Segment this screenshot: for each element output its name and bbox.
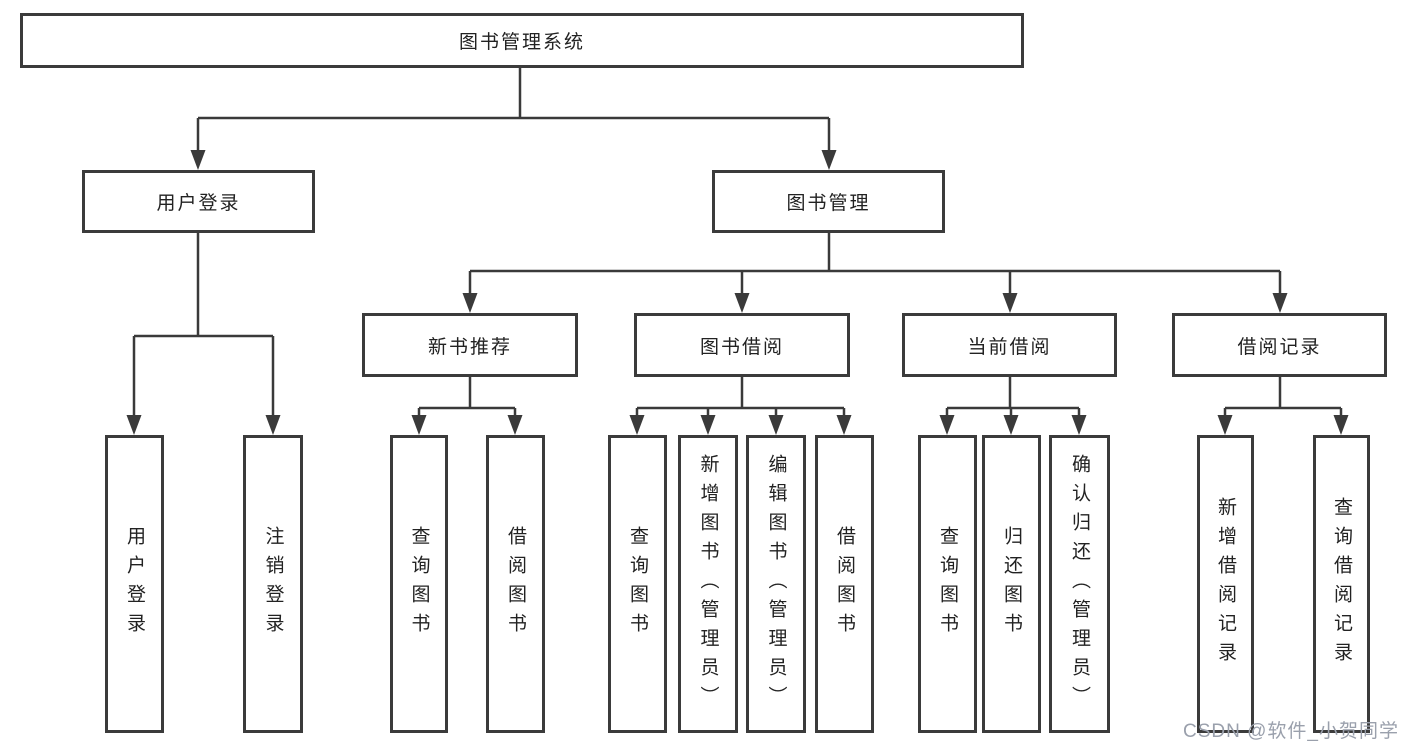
node-label-bb-add-book: 新增图书（管理员） (697, 453, 719, 715)
watermark-text: CSDN @软件_小贺同学 (1183, 721, 1399, 742)
node-br-query-record: 查询借阅记录 (1313, 435, 1370, 733)
node-login-leaf: 用户登录 (105, 435, 164, 733)
node-label-rec-query-book: 查询图书 (408, 526, 430, 642)
node-label-bb-borrow-book: 借阅图书 (834, 526, 855, 642)
node-label-bb-edit-book: 编辑图书（管理员） (765, 453, 787, 715)
node-label-current-borrow: 当前借阅 (967, 336, 1052, 358)
node-logout-leaf: 注销登录 (243, 435, 303, 733)
node-label-br-query-record: 查询借阅记录 (1331, 497, 1352, 671)
node-rec-borrow-book: 借阅图书 (486, 435, 545, 733)
node-label-rec-borrow-book: 借阅图书 (505, 526, 526, 642)
node-book-mgmt: 图书管理 (712, 170, 945, 233)
node-new-book-rec: 新书推荐 (362, 313, 578, 377)
node-label-borrow-records: 借阅记录 (1237, 336, 1322, 358)
node-label-book-mgmt: 图书管理 (786, 193, 871, 214)
node-label-book-borrow: 图书借阅 (699, 336, 784, 358)
node-bb-add-book: 新增图书（管理员） (678, 435, 738, 733)
node-borrow-records: 借阅记录 (1172, 313, 1387, 377)
node-root: 图书管理系统 (20, 13, 1024, 68)
node-br-add-record: 新增借阅记录 (1197, 435, 1254, 733)
node-book-borrow: 图书借阅 (634, 313, 850, 377)
node-rec-query-book: 查询图书 (390, 435, 448, 733)
node-cb-confirm-return: 确认归还（管理员） (1049, 435, 1110, 733)
node-label-cb-confirm-return: 确认归还（管理员） (1069, 453, 1090, 715)
node-cb-query-book: 查询图书 (918, 435, 977, 733)
node-label-bb-query-book: 查询图书 (627, 526, 648, 642)
node-label-root: 图书管理系统 (458, 32, 585, 53)
node-label-cb-query-book: 查询图书 (937, 526, 958, 642)
node-label-login-leaf: 用户登录 (124, 526, 145, 642)
node-cb-return-book: 归还图书 (982, 435, 1041, 733)
node-label-user-login: 用户登录 (156, 193, 241, 214)
node-label-cb-return-book: 归还图书 (1001, 526, 1022, 642)
node-label-br-add-record: 新增借阅记录 (1215, 497, 1236, 671)
node-bb-borrow-book: 借阅图书 (815, 435, 874, 733)
node-label-new-book-rec: 新书推荐 (427, 336, 512, 358)
node-label-logout-leaf: 注销登录 (262, 526, 284, 642)
node-current-borrow: 当前借阅 (902, 313, 1117, 377)
node-bb-edit-book: 编辑图书（管理员） (746, 435, 806, 733)
node-user-login: 用户登录 (82, 170, 315, 233)
node-bb-query-book: 查询图书 (608, 435, 667, 733)
